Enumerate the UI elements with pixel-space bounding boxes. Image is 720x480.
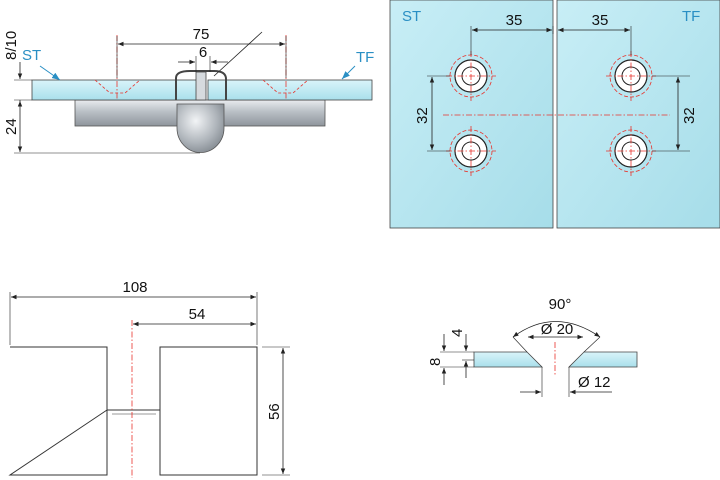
plate-label-st: ST (402, 8, 421, 25)
front-view: 108 54 56 (8, 279, 290, 478)
dim-left-offset: 35 (506, 12, 523, 29)
countersink-left-part (473, 351, 543, 368)
label-tf: TF (356, 49, 374, 66)
glass-panel-tf (207, 79, 373, 101)
dim-angle: 90° (549, 296, 572, 313)
dim-front-width: 108 (122, 279, 147, 296)
dim-right-spacing: 32 (681, 107, 698, 124)
countersink-right-part (568, 351, 638, 368)
hole-tf-top (606, 51, 656, 101)
side-view: 75 6 8/10 24 ST TF (3, 26, 374, 154)
dim-countersink-depth: 4 (449, 329, 466, 337)
hole-st-top (446, 51, 496, 101)
dim-left-spacing: 32 (414, 107, 431, 124)
leader-line (213, 31, 263, 77)
front-outline (8, 346, 258, 476)
dim-inner-dia: Ø 12 (578, 374, 611, 391)
label-st: ST (22, 47, 41, 64)
hinge-knuckle (176, 103, 225, 153)
dim-outer-dia: Ø 20 (541, 321, 574, 338)
hinge-clip (175, 70, 227, 100)
dim-thickness: 8/10 (3, 31, 20, 60)
dim-gap-6: 6 (199, 44, 207, 61)
countersink-left (94, 79, 141, 94)
dim-front-half: 54 (189, 306, 206, 323)
plate-view: 35 35 32 32 ST TF (389, 0, 720, 229)
dim-countersink-total: 8 (427, 358, 444, 366)
dim-right-offset: 35 (592, 12, 609, 29)
countersink-view: 90° Ø 20 Ø 12 8 4 (427, 296, 638, 397)
glass-panel-st (31, 79, 201, 101)
countersink-right (262, 79, 309, 94)
dim-height-24: 24 (3, 118, 20, 135)
plate-st (389, 0, 554, 229)
hole-st-bottom (446, 126, 496, 176)
dim-width-75: 75 (193, 26, 210, 43)
plate-label-tf: TF (682, 8, 700, 25)
hole-tf-bottom (606, 126, 656, 176)
dim-front-height: 56 (266, 403, 283, 420)
plate-tf (556, 0, 720, 229)
